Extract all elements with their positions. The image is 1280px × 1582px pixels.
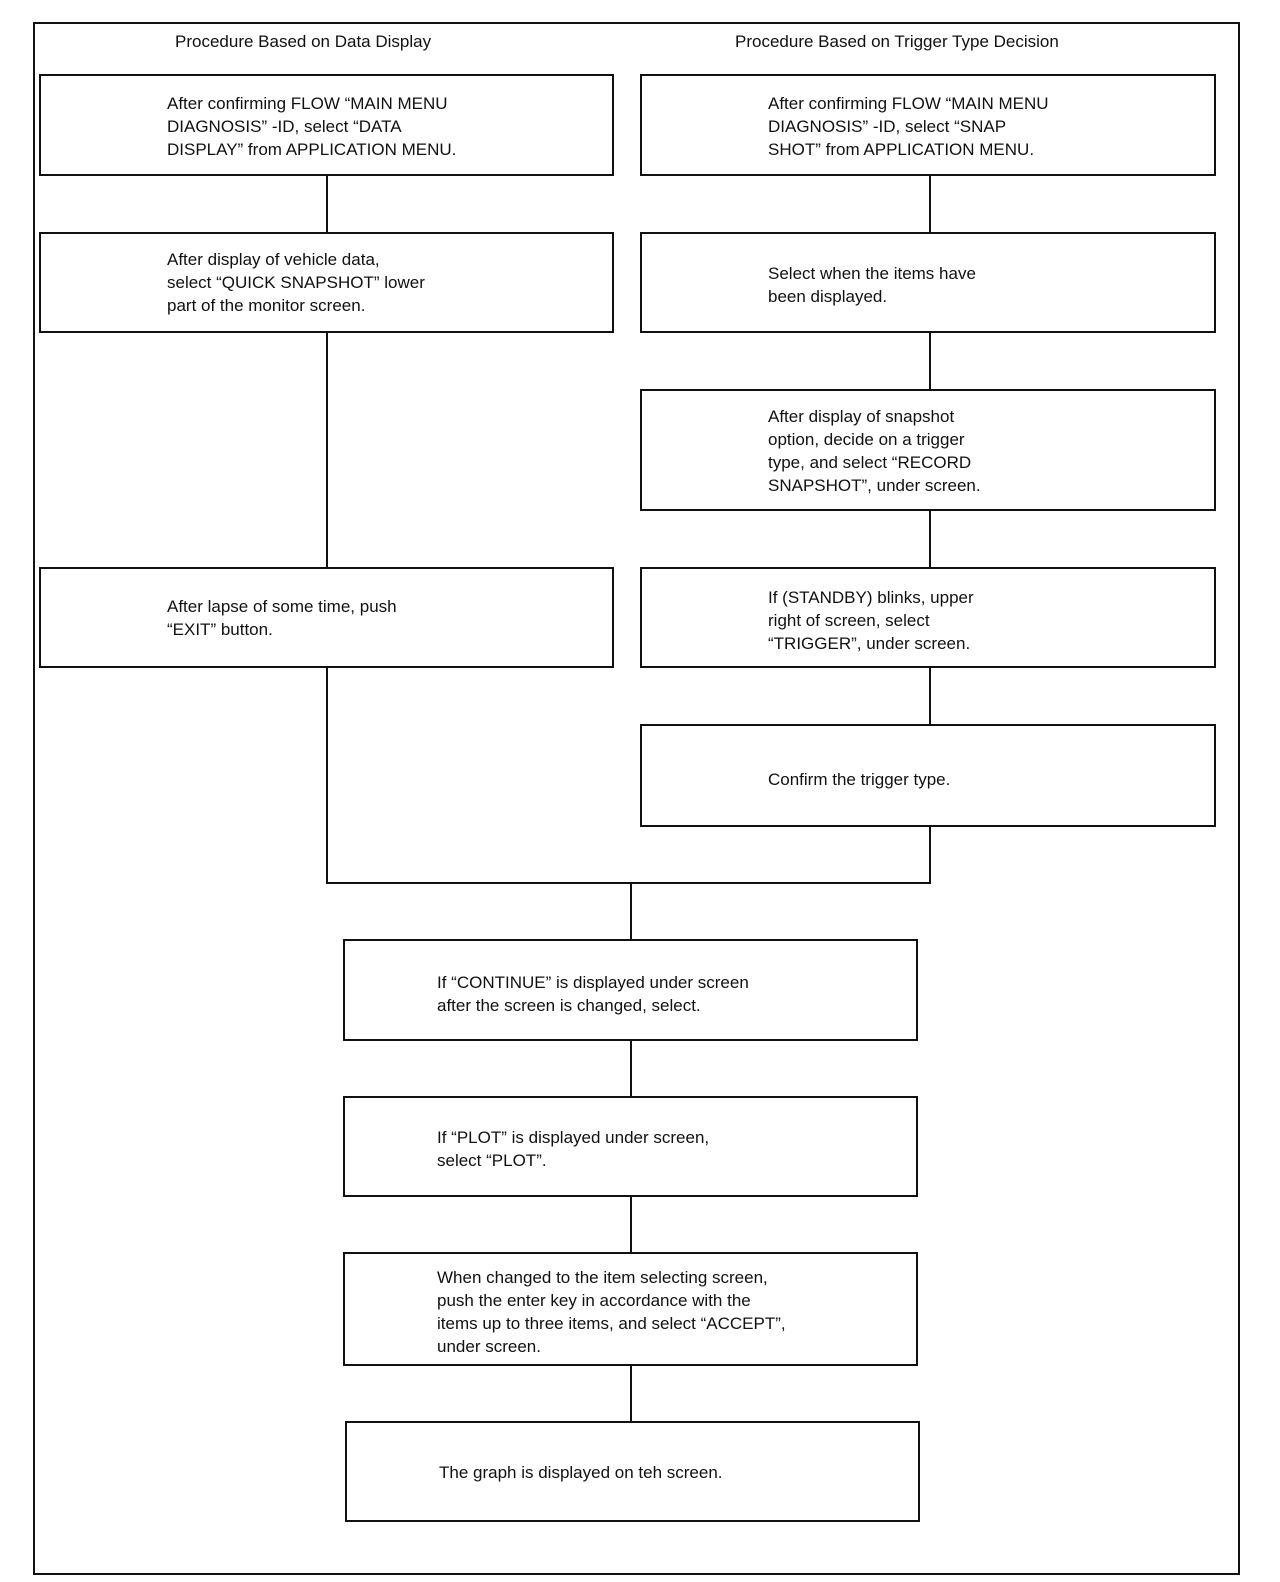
connector-line (929, 826, 931, 884)
connector-line (326, 175, 328, 233)
step-box-data-display-1: After confirming FLOW “MAIN MENU DIAGNOS… (39, 74, 614, 176)
left-column-heading: Procedure Based on Data Display (175, 32, 432, 51)
step-text: After display of vehicle data, select “Q… (167, 250, 425, 315)
merge-line (326, 882, 931, 884)
step-text: After lapse of some time, push “EXIT” bu… (167, 597, 397, 639)
step-text: Confirm the trigger type. (768, 770, 951, 789)
step-text: If (STANDBY) blinks, upper right of scre… (768, 588, 974, 653)
step-text: After display of snapshot option, decide… (768, 407, 981, 495)
connector-line (630, 1365, 632, 1422)
connector-line (630, 1196, 632, 1253)
step-box-data-display-3: After lapse of some time, push “EXIT” bu… (39, 567, 614, 668)
step-text: After confirming FLOW “MAIN MENU DIAGNOS… (768, 94, 1049, 159)
connector-line (326, 667, 328, 884)
connector-line (630, 1040, 632, 1097)
step-box-trigger-4: If (STANDBY) blinks, upper right of scre… (640, 567, 1216, 668)
step-box-trigger-3: After display of snapshot option, decide… (640, 389, 1216, 511)
step-box-trigger-5: Confirm the trigger type. (640, 724, 1216, 827)
step-box-common-1: If “CONTINUE” is displayed under screen … (343, 939, 918, 1041)
diagram-frame (33, 22, 1240, 1575)
right-column-heading: Procedure Based on Trigger Type Decision (735, 32, 1059, 51)
step-box-common-3: When changed to the item selecting scree… (343, 1252, 918, 1366)
step-text: If “CONTINUE” is displayed under screen … (437, 973, 749, 1015)
step-text: Select when the items have been displaye… (768, 264, 976, 306)
step-text: If “PLOT” is displayed under screen, sel… (437, 1128, 710, 1170)
step-box-common-2: If “PLOT” is displayed under screen, sel… (343, 1096, 918, 1197)
connector-line (630, 883, 632, 940)
connector-line (929, 175, 931, 233)
step-text: After confirming FLOW “MAIN MENU DIAGNOS… (167, 94, 457, 159)
step-box-data-display-2: After display of vehicle data, select “Q… (39, 232, 614, 333)
step-box-common-4: The graph is displayed on teh screen. (345, 1421, 920, 1522)
connector-line (929, 667, 931, 725)
connector-line (929, 510, 931, 568)
connector-line (929, 332, 931, 390)
step-text: The graph is displayed on teh screen. (439, 1463, 723, 1482)
connector-line (326, 332, 328, 568)
step-box-trigger-2: Select when the items have been displaye… (640, 232, 1216, 333)
step-box-trigger-1: After confirming FLOW “MAIN MENU DIAGNOS… (640, 74, 1216, 176)
step-text: When changed to the item selecting scree… (437, 1268, 786, 1356)
